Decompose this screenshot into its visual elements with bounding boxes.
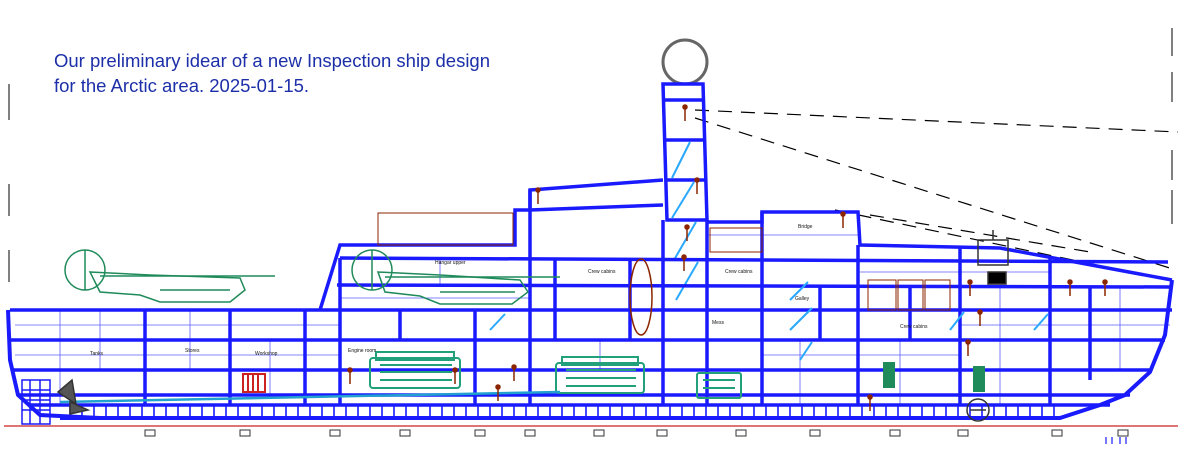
caption-line-2: for the Arctic area. 2025-01-15. (54, 75, 310, 96)
keel-reference-box (735, 429, 747, 437)
cabin-rooms (867, 279, 951, 311)
crew-figure-icon (452, 367, 458, 384)
water-tank (883, 362, 895, 388)
superstructure (10, 178, 1173, 407)
crew-figure-icon (511, 364, 517, 381)
keel-reference-box (524, 429, 536, 437)
water-tank (973, 366, 985, 392)
propeller-shaft (59, 390, 561, 404)
keel-reference-box (399, 429, 411, 437)
drawing-caption: Our preliminary idear of a new Inspectio… (54, 48, 490, 98)
label-mess: Mess (712, 320, 724, 326)
crew-figure-icon (684, 224, 690, 241)
crew-figure-icon (1102, 279, 1108, 296)
deck-crane-icon (977, 230, 1009, 285)
frame-marks (8, 28, 1173, 282)
crew-figure-icon (840, 211, 846, 228)
lifeboat-icon (629, 258, 653, 336)
label-crew-cabins-upper: Crew cabins (588, 269, 616, 275)
crew-figure-icon (694, 177, 700, 194)
crew-figure-icon (967, 279, 973, 296)
crew-figure-icon (965, 339, 971, 356)
interior-grid (15, 234, 1170, 405)
label-workshop: Workshop (255, 351, 278, 357)
crew-figures (347, 104, 1108, 411)
label-hangar-upper: Hangar upper (435, 260, 466, 266)
crew-figure-icon (867, 394, 873, 411)
keel-reference-box (239, 429, 251, 437)
label-crew-cabins-lower: Crew cabins (900, 324, 928, 330)
caption-line-1: Our preliminary idear of a new Inspectio… (54, 50, 491, 71)
compartment-labels: Hangar upper Bridge Crew cabins Crew cab… (90, 224, 928, 357)
helicopter-icon (64, 249, 275, 303)
crew-figure-icon (347, 367, 353, 384)
keel-reference-boxes (144, 429, 1129, 437)
mast-ladders (671, 141, 699, 301)
keel-reference-box (144, 429, 156, 437)
hull (6, 279, 1174, 420)
label-engine-room: Engine room (348, 348, 376, 354)
rudder-icon (21, 379, 51, 425)
keel-reference-box (1117, 429, 1129, 437)
main-engine-icon (369, 351, 461, 389)
keel-reference-box (593, 429, 605, 437)
label-crew-cabins-mid: Crew cabins (725, 269, 753, 275)
stairs (489, 281, 1049, 361)
hangar-door-outline (377, 212, 514, 246)
double-bottom (69, 405, 1055, 418)
keel-reference-box (957, 429, 969, 437)
keel-reference-box (656, 429, 668, 437)
bow-thruster-icon (966, 398, 990, 422)
scale-marks (1105, 437, 1127, 444)
crew-figure-icon (1067, 279, 1073, 296)
crew-figure-icon (535, 187, 541, 204)
propeller-icon (56, 378, 91, 415)
label-bridge: Bridge (798, 224, 813, 230)
keel-reference-box (889, 429, 901, 437)
radar-dome-icon (661, 38, 709, 86)
helicopter-icon (351, 249, 560, 305)
main-engine-icon (696, 372, 742, 399)
crew-figure-icon (682, 104, 688, 121)
crew-figure-icon (681, 254, 687, 271)
crew-figure-icon (977, 309, 983, 326)
deck-window (709, 227, 763, 253)
fuel-tank (242, 373, 266, 393)
crew-figure-icon (495, 384, 501, 401)
label-galley: Galley (795, 296, 810, 302)
label-stores: Stores (185, 348, 200, 354)
label-tanks: Tanks (90, 351, 104, 357)
keel-reference-box (329, 429, 341, 437)
keel-reference-box (474, 429, 486, 437)
main-engine-icon (555, 356, 645, 394)
keel-reference-box (809, 429, 821, 437)
keel-reference-box (1051, 429, 1063, 437)
